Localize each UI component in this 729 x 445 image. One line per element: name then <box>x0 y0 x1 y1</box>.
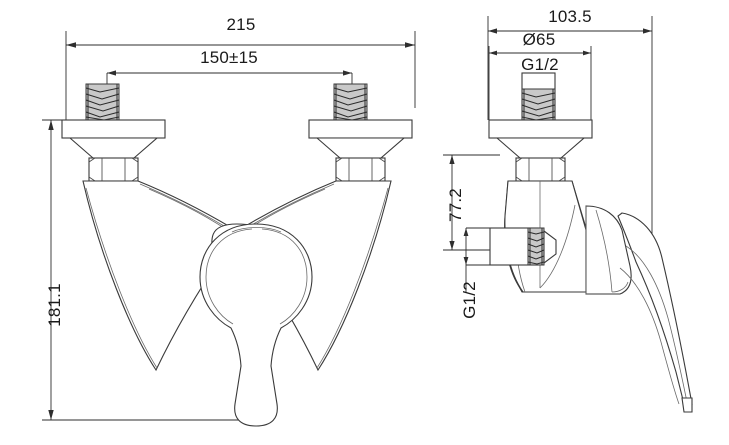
side-outlet-connector <box>489 227 557 266</box>
left-cone-body <box>68 137 159 159</box>
right-escutcheon-flange <box>308 119 413 139</box>
dimension-label-escutcheon-diameter: Ø65 <box>523 30 556 49</box>
dimension-escutcheon-diameter <box>488 46 592 120</box>
side-escutcheon-flange <box>488 119 593 139</box>
side-hex-nut <box>515 157 566 182</box>
side-inlet-assembly <box>488 72 593 182</box>
dimension-label-overall-height: 181.1 <box>45 283 64 327</box>
front-elevation-view <box>42 31 416 427</box>
lever-handle-side <box>585 205 693 413</box>
left-inlet-thread-stud <box>85 83 120 122</box>
dimension-inlet-center-spacing <box>106 70 353 88</box>
side-cone-body <box>495 137 586 159</box>
dimension-label-inlet-thread: G1/2 <box>521 55 559 74</box>
lever-handle-front <box>199 223 313 427</box>
side-inlet-thread-stud <box>521 72 556 122</box>
right-cone-body <box>315 137 406 159</box>
right-inlet-thread-stud <box>333 83 368 122</box>
right-hex-nut <box>335 157 386 182</box>
left-inlet-assembly <box>61 83 166 182</box>
left-hex-nut <box>88 157 139 182</box>
right-inlet-assembly <box>308 83 413 182</box>
dimension-label-outlet-height: 77.2 <box>446 188 465 222</box>
dimension-label-side-projection: 103.5 <box>548 7 592 26</box>
left-escutcheon-flange <box>61 119 166 139</box>
side-elevation-view <box>443 16 693 413</box>
dimension-overall-width <box>65 31 416 120</box>
dimension-outlet-height <box>443 154 510 251</box>
dimension-label-overall-width: 215 <box>227 15 256 34</box>
dimension-label-outlet-thread: G1/2 <box>460 281 479 319</box>
dimension-label-center-spacing: 150±15 <box>200 48 258 67</box>
